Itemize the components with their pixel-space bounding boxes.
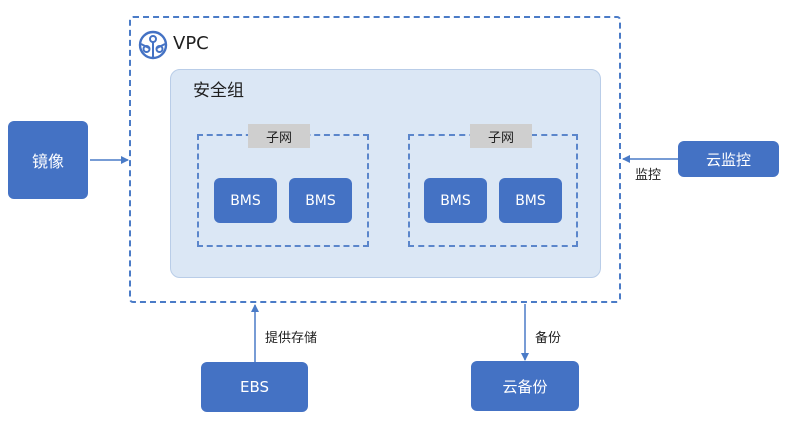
cloud-monitor-node: 云监控 [678,141,779,177]
image-node: 镜像 [8,121,88,199]
subnet-1-bms-1: BMS [214,178,277,223]
vpc-container [129,16,621,303]
subnet-2-bms-2: BMS [499,178,562,223]
monitor-edge-label: 监控 [635,168,662,183]
cloud-backup-node: 云备份 [471,361,579,411]
subnet-2-bms-1: BMS [424,178,487,223]
backup-edge-label: 备份 [535,331,562,346]
security-group-container [170,69,601,278]
subnet-1-bms-2: BMS [289,178,352,223]
subnet-2-label: 子网 [470,124,532,148]
ebs-node: EBS [201,362,308,412]
storage-edge-label: 提供存储 [265,331,318,346]
subnet-1-label: 子网 [248,124,310,148]
vpc-network-icon [137,29,169,61]
security-group-title: 安全组 [193,81,244,101]
vpc-title: VPC [173,33,209,54]
